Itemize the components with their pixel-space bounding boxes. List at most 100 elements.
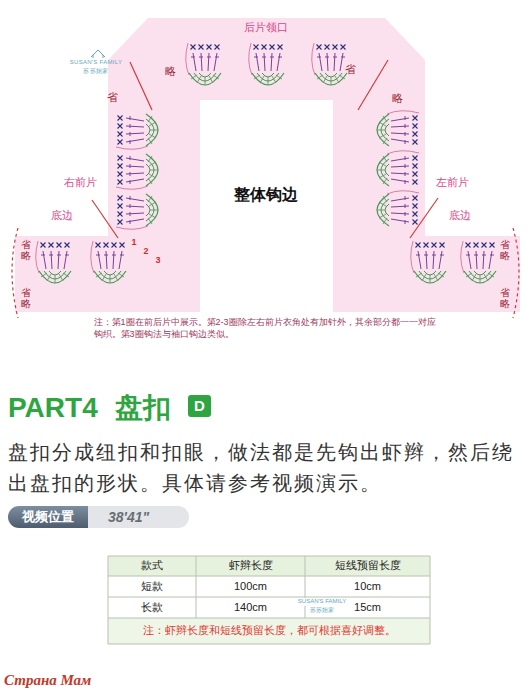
break-line: [12, 228, 18, 318]
dc-mark: [489, 251, 494, 269]
stitch-cluster: [116, 194, 158, 229]
sc-mark: [118, 212, 123, 217]
sc-mark: [440, 243, 445, 248]
table-cell: 短线预留长度: [335, 559, 401, 572]
table-rule: [108, 618, 430, 619]
dc-mark: [262, 53, 266, 71]
sc-mark: [413, 204, 418, 209]
dc-mark: [126, 139, 144, 144]
sc-mark: [413, 172, 418, 177]
shell-spoke: [148, 116, 158, 144]
shell-spoke: [41, 273, 69, 283]
callout-number: 1: [131, 237, 136, 248]
dc-mark: [277, 53, 282, 71]
shell-arc: [252, 73, 284, 85]
dc-mark: [391, 172, 409, 176]
sc-mark: [65, 243, 70, 248]
neckline-label: 后片领口: [244, 21, 288, 34]
omit-divider: [410, 198, 438, 238]
stitch-cluster: [461, 241, 496, 283]
sc-mark: [413, 156, 418, 161]
sc-mark: [325, 45, 330, 50]
node-title: D: [194, 397, 205, 415]
table-rule: [108, 556, 430, 557]
dc-mark: [391, 204, 409, 208]
sc-mark: [482, 243, 487, 248]
chain-loop: [249, 43, 252, 75]
shell-spoke: [317, 75, 345, 85]
dc-mark: [466, 251, 471, 269]
dc-mark: [126, 196, 144, 201]
sc-mark: [118, 156, 123, 161]
dc-mark: [207, 53, 211, 71]
dc-mark: [391, 132, 409, 136]
sc-mark: [474, 243, 479, 248]
sc-mark: [49, 243, 54, 248]
stitch-cluster: [186, 43, 221, 85]
table-cell: 短款: [141, 580, 163, 593]
sc-mark: [413, 220, 418, 225]
sc-mark: [413, 132, 418, 137]
shell-arc: [189, 73, 221, 85]
part-badge: D: [188, 395, 211, 417]
stitch-cluster: [377, 191, 419, 226]
sc-mark: [413, 180, 418, 185]
dc-mark: [199, 53, 203, 71]
stitch-cluster: [116, 154, 158, 189]
omit-mark: 省略: [21, 239, 31, 261]
sc-mark: [118, 172, 123, 177]
dc-mark: [439, 251, 444, 269]
dc-mark: [333, 53, 337, 71]
part-label: 底边: [449, 209, 471, 222]
table-cell: 15cm: [354, 601, 381, 614]
omit-divider: [358, 60, 388, 110]
table-header-bg: [108, 556, 430, 576]
shell-arc: [464, 271, 496, 283]
dc-mark: [391, 124, 409, 128]
watermark: 苏苏姐家: [83, 68, 108, 75]
dc-mark: [126, 124, 144, 128]
shell-arc: [146, 194, 158, 226]
shell-spoke: [148, 196, 158, 224]
sc-mark: [118, 180, 123, 185]
sc-mark: [120, 243, 125, 248]
shell-spoke: [254, 75, 282, 85]
sc-mark: [118, 164, 123, 169]
dc-mark: [126, 172, 144, 176]
dc-mark: [391, 139, 409, 144]
dc-mark: [391, 164, 409, 168]
chain-loop: [387, 191, 419, 194]
sc-mark: [118, 204, 123, 209]
omit-mark: 省略: [21, 287, 31, 309]
dc-mark: [126, 204, 144, 208]
dc-mark: [64, 251, 69, 269]
node-text: 38'41": [88, 506, 189, 528]
dc-mark: [104, 251, 108, 269]
table-rule: [430, 556, 431, 644]
sc-mark: [254, 45, 259, 50]
sc-mark: [191, 45, 196, 50]
omit-mark: 省略: [500, 287, 510, 309]
dc-mark: [96, 251, 101, 269]
shell-arc: [39, 271, 71, 283]
stitch-cluster: [91, 241, 126, 283]
sc-mark: [416, 243, 421, 248]
shell-spoke: [377, 196, 387, 224]
diagram-note: 注：第1圈在前后片中展示。第2-3圈除左右前片衣角处有加针外，其余部分都一一对应…: [94, 316, 439, 340]
dc-mark: [119, 251, 124, 269]
shell-arc: [146, 114, 158, 146]
dc-mark: [391, 179, 409, 184]
dc-mark: [416, 251, 421, 269]
sc-mark: [413, 140, 418, 145]
sc-mark: [413, 212, 418, 217]
dc-mark: [57, 251, 61, 269]
part-label: 底边: [51, 209, 73, 222]
dc-mark: [126, 219, 144, 224]
stitch-cluster: [377, 111, 419, 146]
house-icon: [91, 50, 105, 58]
sc-mark: [466, 243, 471, 248]
stitch-cluster: [377, 151, 419, 186]
omit-mark: 省略: [500, 239, 510, 261]
shell-arc: [377, 154, 389, 186]
